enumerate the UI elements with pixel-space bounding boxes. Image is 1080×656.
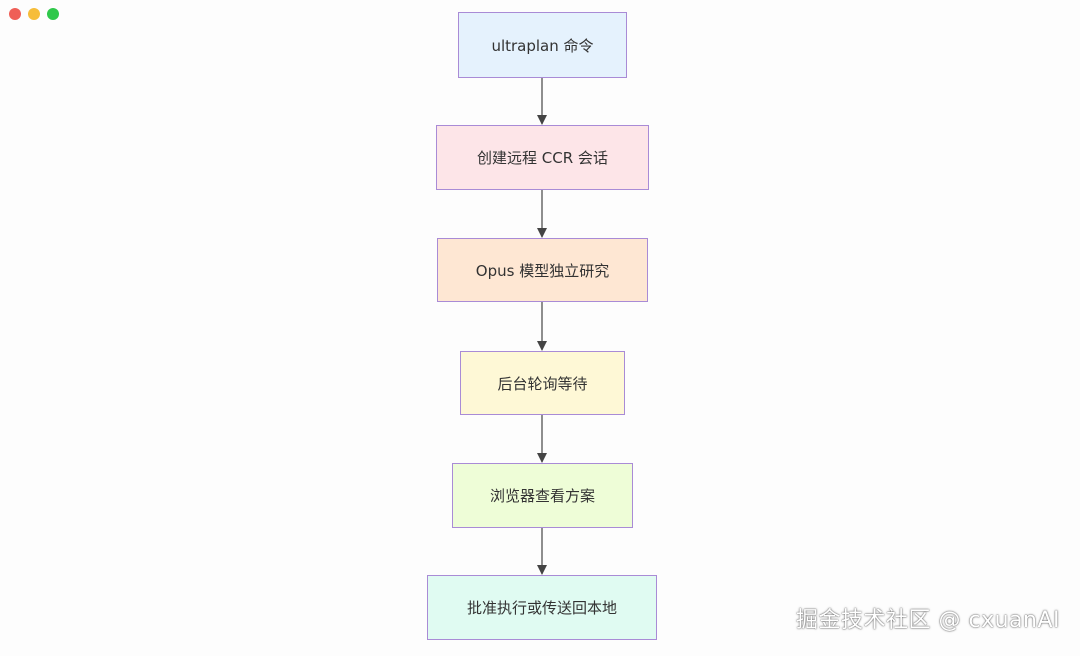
maximize-window-button[interactable] <box>47 8 59 20</box>
minimize-window-button[interactable] <box>28 8 40 20</box>
node-label: Opus 模型独立研究 <box>475 261 610 280</box>
close-window-button[interactable] <box>9 8 21 20</box>
node-ultraplan-command: ultraplan 命令 <box>458 12 627 78</box>
watermark: 掘金技术社区 @ cxuanAI <box>795 608 1060 633</box>
node-label: 创建远程 CCR 会话 <box>477 149 608 167</box>
node-background-polling: 后台轮询等待 <box>460 351 625 415</box>
node-label: ultraplan 命令 <box>491 36 594 55</box>
node-opus-research: Opus 模型独立研究 <box>437 238 648 302</box>
node-create-remote-session: 创建远程 CCR 会话 <box>436 125 649 190</box>
node-label: 批准执行或传送回本地 <box>466 599 617 617</box>
window-controls <box>9 8 59 20</box>
node-approve-or-transfer: 批准执行或传送回本地 <box>427 575 657 640</box>
node-browser-view-plan: 浏览器查看方案 <box>452 463 633 528</box>
node-label: 浏览器查看方案 <box>489 487 595 505</box>
node-label: 后台轮询等待 <box>497 374 588 393</box>
